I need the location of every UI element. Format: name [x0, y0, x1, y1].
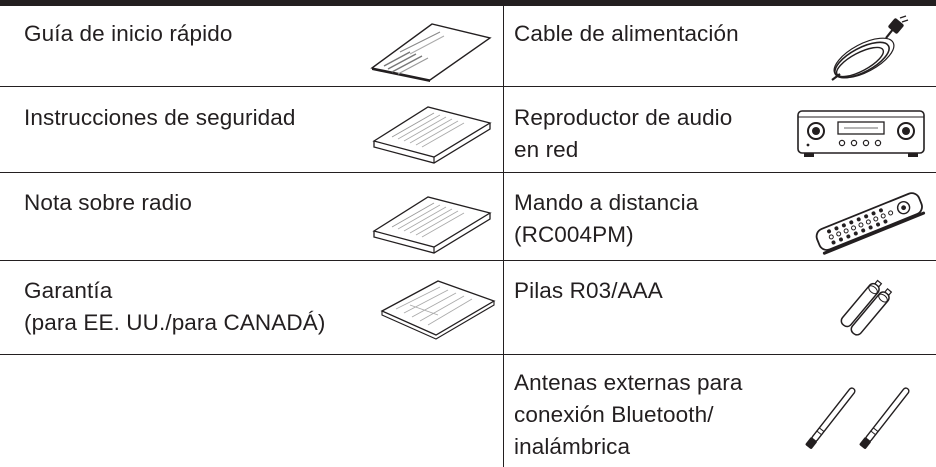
- warranty-sheet-icon: [380, 277, 496, 340]
- item-label-warranty: Garantía (para EE. UU./para CANADÁ): [24, 278, 326, 335]
- item-label-batteries: Pilas R03/AAA: [514, 278, 663, 303]
- row-divider: [0, 260, 936, 261]
- table-row: Mando a distancia (RC004PM): [504, 173, 936, 260]
- item-label-power-cord: Cable de alimentación: [514, 21, 739, 46]
- table-top-border: [0, 0, 936, 6]
- batteries-icon: [838, 277, 898, 341]
- table-row: Pilas R03/AAA: [504, 261, 936, 354]
- table-row: Instrucciones de seguridad: [0, 87, 503, 172]
- remote-control-icon: [810, 185, 926, 257]
- leaflet-icon: [372, 191, 492, 254]
- row-divider: [0, 354, 936, 355]
- item-label-quick-start-guide: Guía de inicio rápido: [24, 21, 233, 46]
- item-label-remote-control: Mando a distancia (RC004PM): [514, 190, 699, 247]
- table-row: Guía de inicio rápido: [0, 6, 503, 86]
- row-divider: [0, 86, 936, 87]
- table-row: Cable de alimentación: [504, 6, 936, 86]
- row-divider: [0, 172, 936, 173]
- item-label-safety-instructions: Instrucciones de seguridad: [24, 105, 296, 130]
- item-label-external-antennas: Antenas externas para conexión Bluetooth…: [514, 370, 743, 459]
- item-label-network-audio-player: Reproductor de audio en red: [514, 105, 733, 162]
- table-row: Reproductor de audio en red: [504, 87, 936, 172]
- table-row: Antenas externas para conexión Bluetooth…: [504, 355, 936, 467]
- table-row: Garantía (para EE. UU./para CANADÁ): [0, 261, 503, 354]
- leaflet-icon: [372, 101, 492, 164]
- antennas-icon: [805, 375, 926, 449]
- table-row-empty: [0, 355, 503, 467]
- power-cord-icon: [822, 15, 909, 82]
- column-divider: [503, 0, 504, 467]
- booklet-icon: [370, 22, 492, 82]
- item-label-radio-note: Nota sobre radio: [24, 190, 192, 215]
- table-row: Nota sobre radio: [0, 173, 503, 260]
- network-audio-player-icon: [796, 107, 926, 161]
